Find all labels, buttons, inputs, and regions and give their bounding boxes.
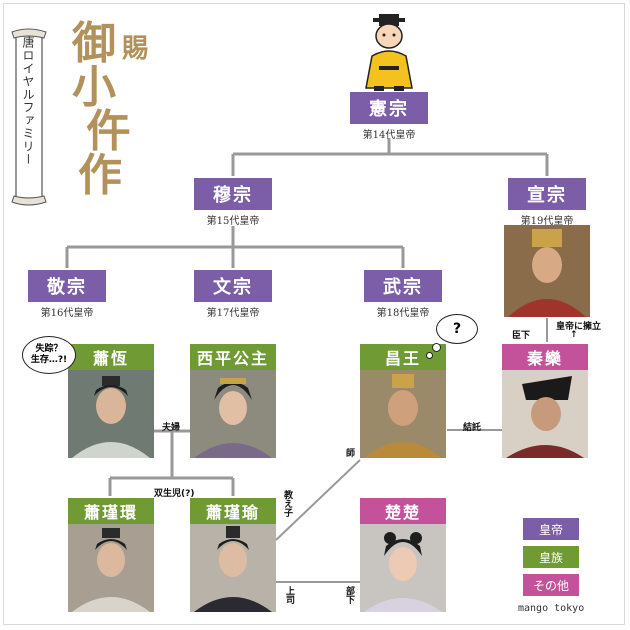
portrait-xuanzong: [504, 225, 590, 317]
portrait-xiaoheng: [68, 370, 154, 458]
node-xiping: 西平公主: [190, 344, 276, 370]
emperor-figure-icon: [365, 14, 413, 91]
sub-xuanzong: 第19代皇帝: [520, 216, 574, 227]
photo-xuanzong: [504, 225, 590, 317]
label-master: 師: [344, 448, 354, 457]
sub-muzong: 第15代皇帝: [206, 216, 260, 227]
node-jingzong: 敬宗: [28, 270, 106, 302]
drama-logo: 御 賜 小 仵 作: [72, 22, 172, 198]
scroll-text: 唐ロイヤルファミリー: [21, 36, 35, 166]
node-wuzong: 武宗: [364, 270, 442, 302]
bubble-xiaoheng: 失踪？ 生存…?!: [22, 336, 76, 374]
node-qinluan: 秦欒: [502, 344, 588, 370]
photo-xiping: [190, 370, 276, 458]
portrait-xiaojinhuan: [68, 524, 154, 612]
photo-xiaojinhuan: [68, 524, 154, 612]
logo-char-5: 作: [78, 150, 122, 201]
portrait-xiping: [190, 370, 276, 458]
legend-other: その他: [523, 574, 579, 596]
label-couple: 夫婦: [162, 423, 181, 433]
label-teacher: 教え子: [282, 490, 292, 517]
portrait-qinluan: [502, 370, 588, 458]
frame-border: [3, 3, 625, 625]
node-xianzong: 憲宗: [350, 92, 428, 124]
portrait-xiaojinyu: [190, 524, 276, 612]
label-twins: 双生児(?): [154, 489, 195, 499]
photo-xiaoheng: [68, 370, 154, 458]
portrait-changwang: [360, 370, 446, 458]
sub-xianzong: 第14代皇帝: [362, 130, 416, 141]
line-teacher: [275, 459, 361, 541]
node-xiaoheng: 蕭恆: [68, 344, 154, 370]
bubble-changwang-dot1: [432, 343, 441, 352]
logo-char-2: 賜: [122, 34, 149, 64]
logo-char-3: 小: [72, 62, 116, 113]
portrait-chuchu: [360, 524, 446, 612]
label-collusion: 結託: [463, 423, 482, 433]
photo-qinluan: [502, 370, 588, 458]
legend-emperor: 皇帝: [523, 518, 579, 540]
bubble-xiaoheng-line1: 失踪？: [35, 344, 63, 354]
bubble-xiaoheng-line2: 生存…?!: [30, 355, 68, 365]
photo-xiaojinyu: [190, 524, 276, 612]
label-subordinate: 部下: [344, 586, 354, 604]
bubble-changwang: ?: [436, 314, 478, 344]
sub-jingzong: 第16代皇帝: [40, 308, 94, 319]
photo-chuchu: [360, 524, 446, 612]
label-arrow: ↑: [570, 330, 578, 340]
legend-royal: 皇族: [523, 546, 579, 568]
node-wenzong: 文宗: [194, 270, 272, 302]
node-xiaojinyu: 蕭瑾瑜: [190, 498, 276, 524]
label-boss: 上司: [284, 586, 294, 604]
node-xuanzong: 宣宗: [508, 178, 586, 210]
bubble-changwang-dot2: [426, 352, 433, 359]
node-changwang: 昌王: [360, 344, 446, 370]
label-retainer: 臣下: [512, 331, 531, 341]
node-chuchu: 楚楚: [360, 498, 446, 524]
logo-char-1: 御: [72, 18, 116, 69]
sub-wuzong: 第18代皇帝: [376, 308, 430, 319]
credit-text: mango tokyo: [518, 603, 585, 614]
label-enthroned: 皇帝に擁立: [556, 322, 602, 332]
sub-wenzong: 第17代皇帝: [206, 308, 260, 319]
node-muzong: 穆宗: [194, 178, 272, 210]
title-scroll: [11, 28, 47, 206]
logo-char-4: 仵: [86, 106, 130, 157]
photo-changwang: [360, 370, 446, 458]
node-xiaojinhuan: 蕭瑾環: [68, 498, 154, 524]
